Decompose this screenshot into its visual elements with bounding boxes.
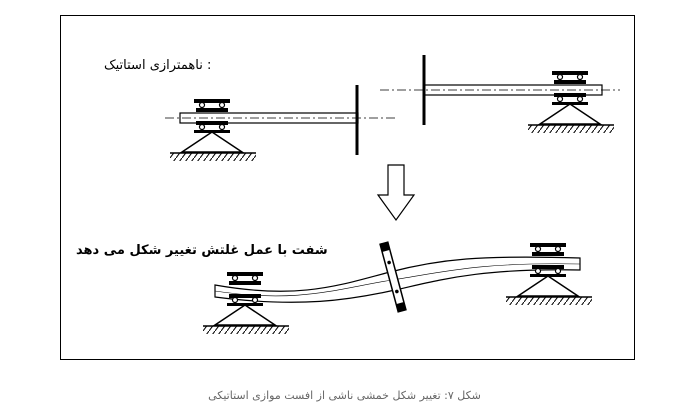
static-unbalance-label: : ناهمترازی استاتیک — [104, 58, 212, 73]
lower-right-bearing — [505, 242, 593, 306]
lower-left-bearing — [202, 271, 290, 335]
figure-caption: شکل ۷: تغییر شکل خمشی ناشی از افست موازی… — [208, 389, 481, 402]
upper-right-bearing — [527, 70, 615, 134]
upper-left-shaft — [165, 85, 398, 155]
shaft-deformation-label: شفت با عمل غلتش تغییر شکل می دهد — [76, 243, 328, 258]
down-arrow-icon — [376, 164, 416, 222]
upper-right-shaft — [380, 55, 620, 125]
upper-left-bearing — [169, 98, 257, 162]
coupling — [379, 241, 407, 313]
